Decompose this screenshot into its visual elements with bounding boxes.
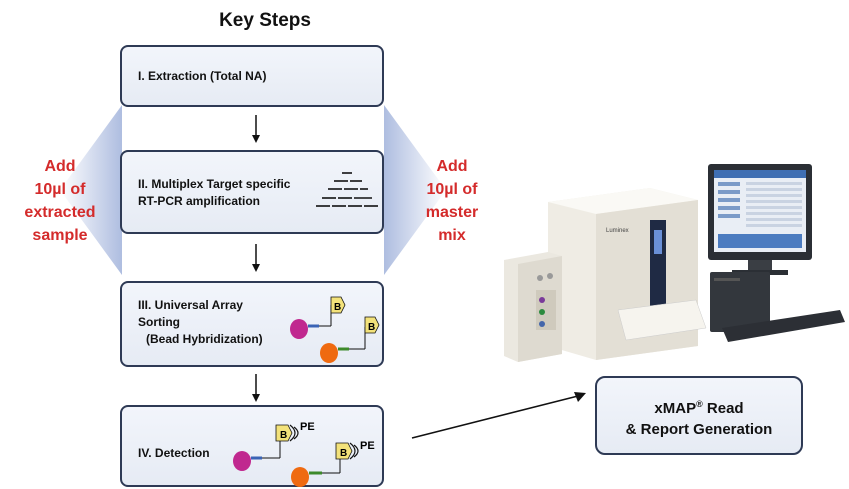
report-line-1: xMAP® Read — [654, 399, 744, 417]
luminex-instrument-illustration: Luminex — [504, 164, 845, 362]
step-pcr-box: II. Multiplex Target specific RT-PCR amp… — [120, 150, 384, 234]
arrow-down-icon — [252, 374, 260, 402]
svg-text:B: B — [334, 302, 341, 313]
arrow-to-report-icon — [411, 392, 586, 439]
svg-text:PE: PE — [300, 421, 315, 433]
step-pcr-label: II. Multiplex Target specific RT-PCR amp… — [138, 177, 291, 208]
left-note: Add 10µl of extracted sample — [24, 158, 96, 244]
right-note: Add 10µl of master mix — [425, 158, 479, 244]
arrow-down-icon — [252, 244, 260, 272]
arrow-down-icon — [252, 115, 260, 143]
left-funnel-shape — [60, 105, 122, 275]
svg-text:Luminex: Luminex — [606, 228, 629, 234]
step-extraction-box: I. Extraction (Total NA) — [120, 45, 384, 107]
report-line-2: & Report Generation — [625, 421, 773, 438]
step-sorting-box: III. Universal Array Sorting (Bead Hybri… — [120, 281, 384, 367]
step-extraction-label: I. Extraction (Total NA) — [138, 69, 267, 83]
report-generation-box: xMAP® Read & Report Generation — [595, 376, 803, 455]
svg-text:B: B — [340, 448, 347, 459]
pcr-amplicon-icon — [316, 172, 378, 207]
bead-hybridization-icon: B B — [290, 296, 380, 363]
step-detection-box: IV. Detection B PE B PE — [120, 405, 384, 487]
svg-text:PE: PE — [360, 440, 375, 452]
right-funnel-shape — [384, 105, 446, 275]
detection-bead-icon: B PE B PE — [233, 421, 375, 487]
step-detection-label: IV. Detection — [138, 446, 210, 460]
svg-text:B: B — [368, 322, 375, 333]
step-sorting-label: III. Universal Array Sorting (Bead Hybri… — [138, 298, 263, 346]
diagram-title: Key Steps — [219, 10, 311, 31]
svg-text:B: B — [280, 430, 287, 441]
